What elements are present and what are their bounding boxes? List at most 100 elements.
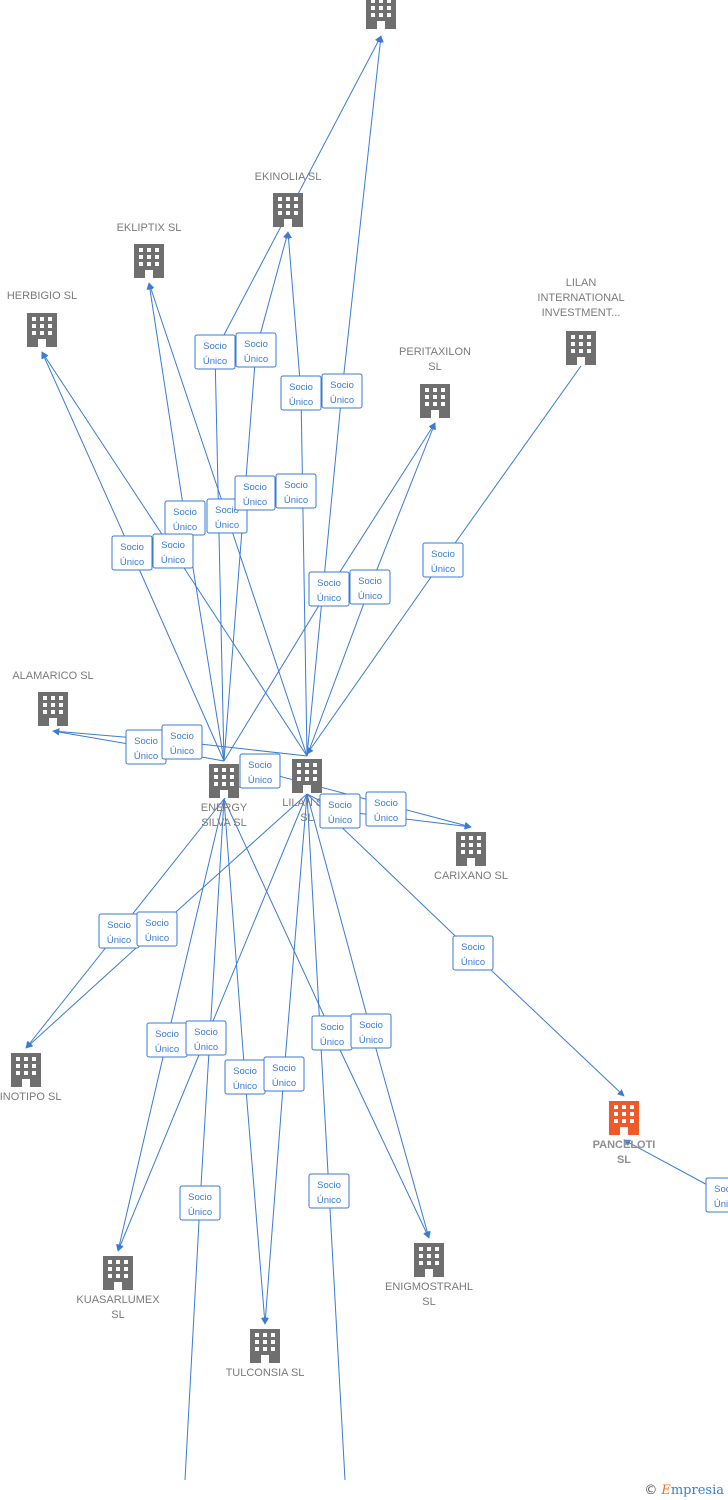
relation-label-line-1: Socio xyxy=(284,480,308,491)
node-ekinolia[interactable]: EKINOLIA SL xyxy=(255,171,322,227)
relation-label-line-2: Único xyxy=(317,1195,341,1206)
relation-label-line-1: Socio xyxy=(145,918,169,929)
node-label: TULCONSIA SL xyxy=(226,1367,305,1379)
relation-label-line-1: Socio xyxy=(248,760,272,771)
node-label: CARIXANO SL xyxy=(434,870,508,882)
relation-label-line-1: Socio xyxy=(374,798,398,809)
node-label: SL xyxy=(617,1154,631,1166)
node-ekliptix[interactable]: EKLIPTIX SL xyxy=(117,222,182,278)
relation-label-line-2: Único xyxy=(714,1199,728,1210)
relation-label-line-2: Único xyxy=(272,1078,296,1089)
relation-label-line-1: Socio xyxy=(161,540,185,551)
relation-label-line-2: Único xyxy=(155,1044,179,1055)
relation-label-line-2: Único xyxy=(330,395,354,406)
building-icon xyxy=(27,313,57,347)
relation-label-line-2: Único xyxy=(233,1081,257,1092)
node-label: ALAMARICO SL xyxy=(12,670,93,682)
node-label: HERBIGIO SL xyxy=(7,290,77,302)
brand-logo-initial: E xyxy=(661,1483,671,1498)
node-label: SL xyxy=(300,812,313,824)
building-icon xyxy=(38,692,68,726)
building-icon xyxy=(456,832,486,866)
relation-label-line-2: Único xyxy=(359,1035,383,1046)
edge-lilansol-to-offbottom2 xyxy=(306,793,346,1481)
node-top[interactable] xyxy=(366,0,396,29)
node-label: SILVA SL xyxy=(201,817,246,829)
node-panceloti[interactable]: PANCELOTI SL xyxy=(593,1101,656,1166)
relation-label-line-1: Socio xyxy=(194,1027,218,1038)
node-lilanint[interactable]: LILANINTERNATIONALINVESTMENT... xyxy=(537,277,625,365)
relation-label-line-1: Socio xyxy=(173,507,197,518)
relation-label-line-1: Socio xyxy=(120,542,144,553)
relation-label-line-2: Único xyxy=(120,557,144,568)
node-label: INTERNATIONAL xyxy=(537,292,624,304)
node-alamarico[interactable]: ALAMARICO SL xyxy=(12,670,94,726)
building-icon xyxy=(414,1243,444,1277)
relation-label-line-2: Único xyxy=(243,497,267,508)
node-tulconsia[interactable]: TULCONSIA SL xyxy=(226,1329,305,1379)
relation-label-line-1: Socio xyxy=(155,1029,179,1040)
node-herbigio[interactable]: HERBIGIO SL xyxy=(7,290,77,347)
relation-label-line-2: Único xyxy=(248,775,272,786)
relation-label-line-2: Único xyxy=(289,397,313,408)
building-icon xyxy=(292,759,322,793)
relation-label-line-1: Socio xyxy=(272,1063,296,1074)
node-label: KUASARLUMEX xyxy=(76,1294,160,1306)
relation-label-line-2: Único xyxy=(107,935,131,946)
relation-label-line-1: Socio xyxy=(289,382,313,393)
relation-label-line-2: Único xyxy=(134,751,158,762)
relation-label-line-1: Socio xyxy=(134,736,158,747)
relation-label-line-2: Único xyxy=(320,1037,344,1048)
relation-label-line-1: Socio xyxy=(203,341,227,352)
building-icon xyxy=(11,1053,41,1087)
relation-label-line-2: Único xyxy=(374,813,398,824)
relation-label-line-2: Único xyxy=(170,746,194,757)
relation-label-line-2: Único xyxy=(215,520,239,531)
node-minotipo[interactable]: MINOTIPO SL xyxy=(0,1053,61,1103)
node-label: EKLIPTIX SL xyxy=(117,222,182,234)
relation-label-line-2: Único xyxy=(173,522,197,533)
relation-label-line-1: Socio xyxy=(107,920,131,931)
relation-label-line-2: Único xyxy=(317,593,341,604)
node-label: INVESTMENT... xyxy=(542,307,621,319)
node-label: PANCELOTI xyxy=(593,1139,656,1151)
node-carixano[interactable]: CARIXANO SL xyxy=(434,832,508,882)
building-icon xyxy=(103,1256,133,1290)
node-label: MINOTIPO SL xyxy=(0,1091,61,1103)
relation-label-line-1: Socio xyxy=(233,1066,257,1077)
node-label: EKINOLIA SL xyxy=(255,171,322,183)
